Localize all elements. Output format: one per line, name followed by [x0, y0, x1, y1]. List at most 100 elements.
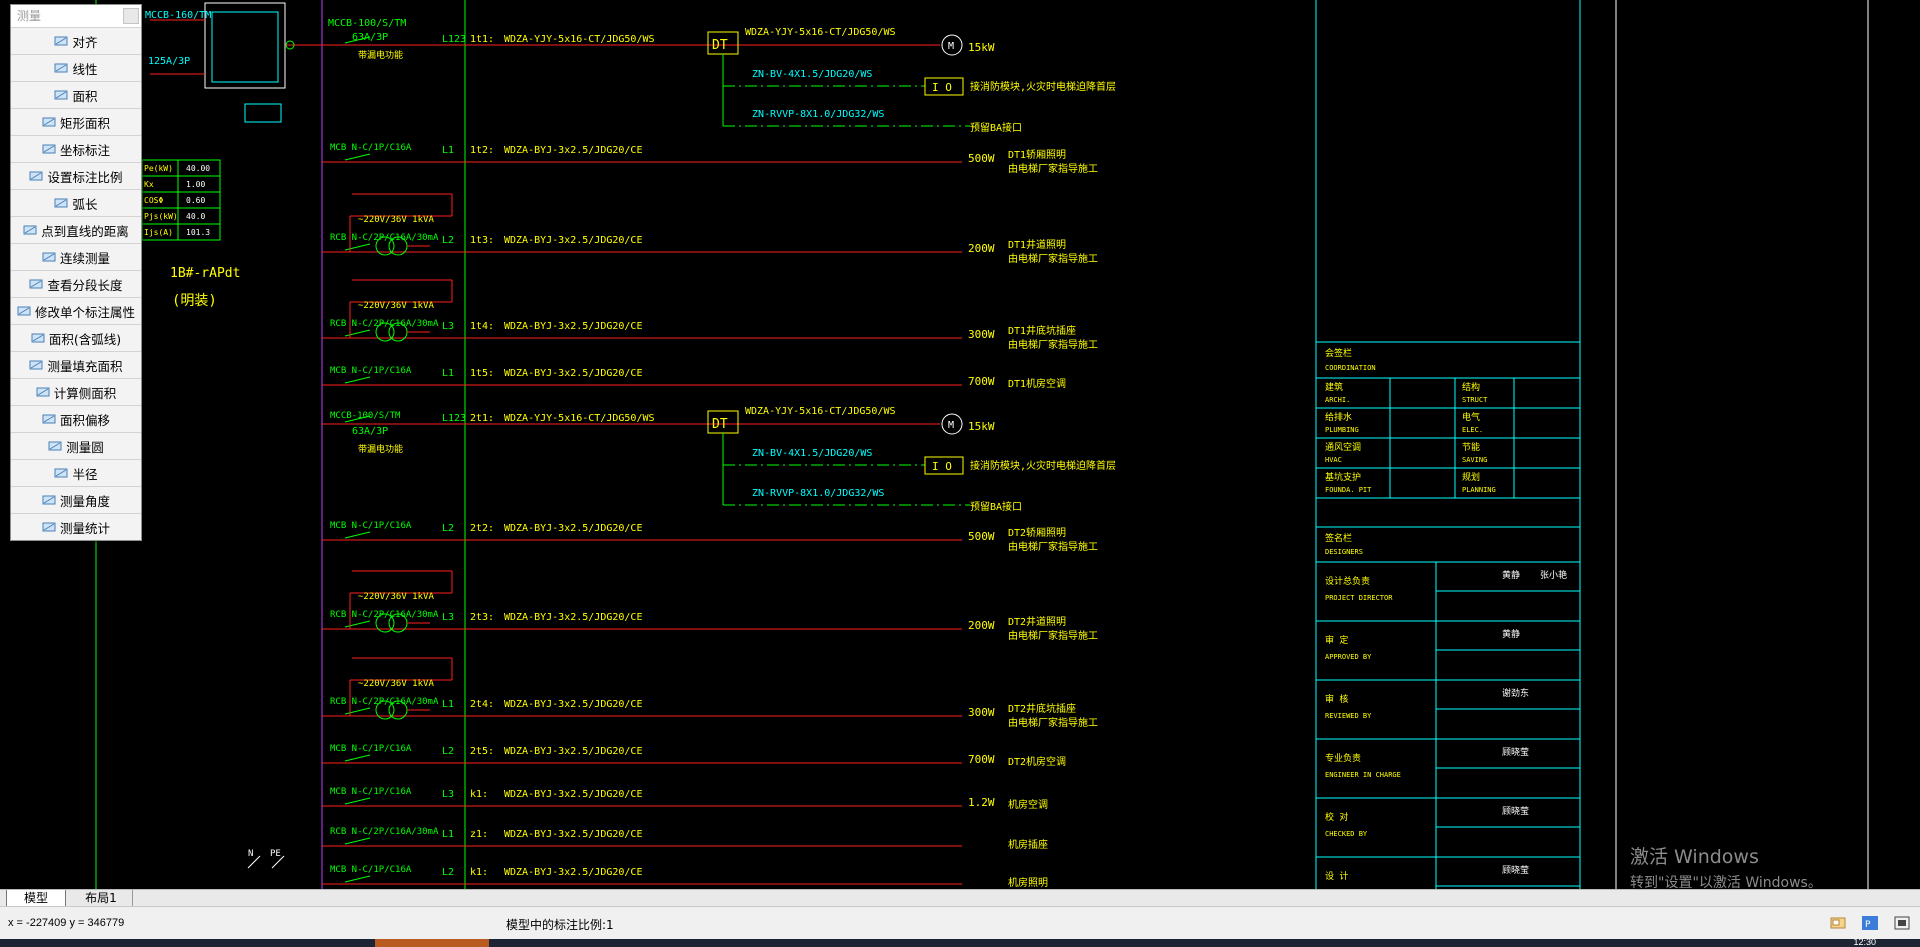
palette-items: 对齐线性面积矩形面积坐标标注设置标注比例弧长点到直线的距离连续测量查看分段长度修… — [11, 27, 141, 540]
ba-desc: 预留BA接口 — [970, 121, 1022, 134]
palette-item-6[interactable]: 弧长 — [11, 189, 141, 216]
tb-role-en: CHECKED BY — [1325, 830, 1368, 838]
npe-marker — [271, 855, 285, 869]
fire-desc: 接消防模块,火灾时电梯迫降首层 — [970, 80, 1116, 93]
annotation-scale: 模型中的标注比例:1 — [506, 918, 614, 932]
load-power: 1.2W — [968, 796, 995, 809]
grid-snap-icon[interactable]: P — [1862, 916, 1878, 930]
transformer-coil — [375, 322, 395, 342]
palette-item-14[interactable]: 面积偏移 — [11, 405, 141, 432]
tb-discipline-en: STRUCT — [1462, 396, 1488, 404]
tb-signature: 黄静 — [1502, 628, 1520, 640]
aligned-dimension-icon — [54, 35, 68, 47]
tb-signature: 顾晓莹 — [1502, 864, 1529, 876]
load-power: 700W — [968, 753, 995, 766]
point-line-distance-icon — [23, 224, 37, 236]
tb-discipline: 通风空调 — [1325, 441, 1361, 453]
breaker-switch — [344, 329, 371, 337]
breaker-label: RCB N-C/2P/C16A/30mA — [330, 697, 439, 707]
tb-discipline-en: ARCHI. — [1325, 396, 1350, 404]
palette-item-0[interactable]: 对齐 — [11, 27, 141, 54]
area-offset-icon — [42, 413, 56, 425]
breaker-note: 带漏电功能 — [358, 443, 403, 455]
palette-item-11[interactable]: 面积(含弧线) — [11, 324, 141, 351]
tb-coordination: 会签栏 — [1325, 347, 1352, 359]
palette-item-15[interactable]: 测量圆 — [11, 432, 141, 459]
palette-item-label: 坐标标注 — [59, 142, 110, 158]
load-table-cell — [177, 223, 221, 241]
tb-signature: 顾晓莹 — [1502, 746, 1529, 758]
fullscreen-icon[interactable] — [1894, 916, 1910, 930]
breaker-switch — [344, 620, 371, 628]
load-table-key: Pjs(kW) — [144, 212, 178, 221]
status-bar: x = -227409 y = 346779 模型中的标注比例:1 P — [0, 906, 1920, 940]
palette-close-button[interactable] — [123, 8, 139, 24]
tb-signature2: 张小艳 — [1540, 569, 1567, 581]
motor-letter: M — [948, 41, 954, 52]
palette-item-5[interactable]: 设置标注比例 — [11, 162, 141, 189]
tb-discipline-en: SAVING — [1462, 456, 1487, 464]
tb-discipline-en: PLUMBING — [1325, 426, 1359, 434]
palette-item-12[interactable]: 测量填充面积 — [11, 351, 141, 378]
breaker-label: MCCB-100/S/TM — [328, 18, 406, 29]
tb-discipline: 建筑 — [1325, 381, 1343, 393]
palette-item-13[interactable]: 计算侧面积 — [11, 378, 141, 405]
linear-dimension-icon — [54, 62, 68, 74]
radius-icon — [54, 467, 68, 479]
phase-label: L1 — [442, 145, 454, 156]
palette-item-2[interactable]: 面积 — [11, 81, 141, 108]
io-label: I O — [932, 81, 952, 94]
tb-discipline: 给排水 — [1325, 411, 1352, 423]
dt-cable: WDZA-YJY-5x16-CT/JDG50/WS — [745, 406, 896, 417]
palette-item-4[interactable]: 坐标标注 — [11, 135, 141, 162]
breaker-switch — [344, 875, 371, 883]
palette-item-3[interactable]: 矩形面积 — [11, 108, 141, 135]
circuit-number: 2t3: — [470, 612, 494, 623]
pe-label: PE — [270, 849, 281, 859]
tab-model[interactable]: 模型 — [6, 890, 66, 907]
tb-role: 审 定 — [1325, 634, 1348, 646]
palette-item-label: 线性 — [72, 61, 98, 77]
breaker-switch — [344, 707, 371, 715]
breaker-label: MCCB-100/S/TM — [330, 411, 401, 421]
circle-measure-icon — [48, 440, 62, 452]
load-desc: DT1井底坑插座 — [1008, 324, 1076, 337]
cable-spec: WDZA-BYJ-3x2.5/JDG20/CE — [504, 368, 642, 379]
circuit-number: k1: — [470, 867, 488, 878]
phase-label: L1 — [442, 699, 454, 710]
palette-item-18[interactable]: 测量统计 — [11, 513, 141, 540]
palette-item-8[interactable]: 连续测量 — [11, 243, 141, 270]
phase-label: L123 — [442, 413, 466, 424]
palette-item-10[interactable]: 修改单个标注属性 — [11, 297, 141, 324]
palette-item-9[interactable]: 查看分段长度 — [11, 270, 141, 297]
rectangle-area-icon — [42, 116, 56, 128]
phase-label: L2 — [442, 523, 454, 534]
breaker-switch — [344, 376, 371, 384]
cable-spec: WDZA-BYJ-3x2.5/JDG20/CE — [504, 612, 642, 623]
arc-length-icon — [54, 197, 68, 209]
dt-label: DT — [712, 417, 728, 432]
palette-item-1[interactable]: 线性 — [11, 54, 141, 81]
motor-letter: M — [948, 420, 954, 431]
circuit-number: 2t5: — [470, 746, 494, 757]
palette-title-text: 测量 — [17, 9, 42, 23]
motor-symbol — [941, 34, 963, 56]
palette-item-16[interactable]: 半径 — [11, 459, 141, 486]
layout-icon[interactable] — [1830, 916, 1846, 930]
breaker-switch — [344, 153, 371, 161]
load-table-val: 101.3 — [186, 228, 210, 237]
breaker-switch — [344, 797, 371, 805]
mccb-left-label: MCCB-160/TM — [145, 10, 211, 21]
taskbar-active-app[interactable] — [375, 939, 489, 947]
palette-item-17[interactable]: 测量角度 — [11, 486, 141, 513]
circuit-number: 1t4: — [470, 321, 494, 332]
palette-item-7[interactable]: 点到直线的距离 — [11, 216, 141, 243]
tb-discipline: 规划 — [1462, 471, 1480, 483]
phase-label: L1 — [442, 368, 454, 379]
windows-taskbar: 12:30 — [0, 937, 1920, 947]
tab-layout1[interactable]: 布局1 — [70, 890, 133, 906]
breaker-switch — [344, 754, 371, 762]
load-desc2: 由电梯厂家指导施工 — [1008, 629, 1098, 642]
